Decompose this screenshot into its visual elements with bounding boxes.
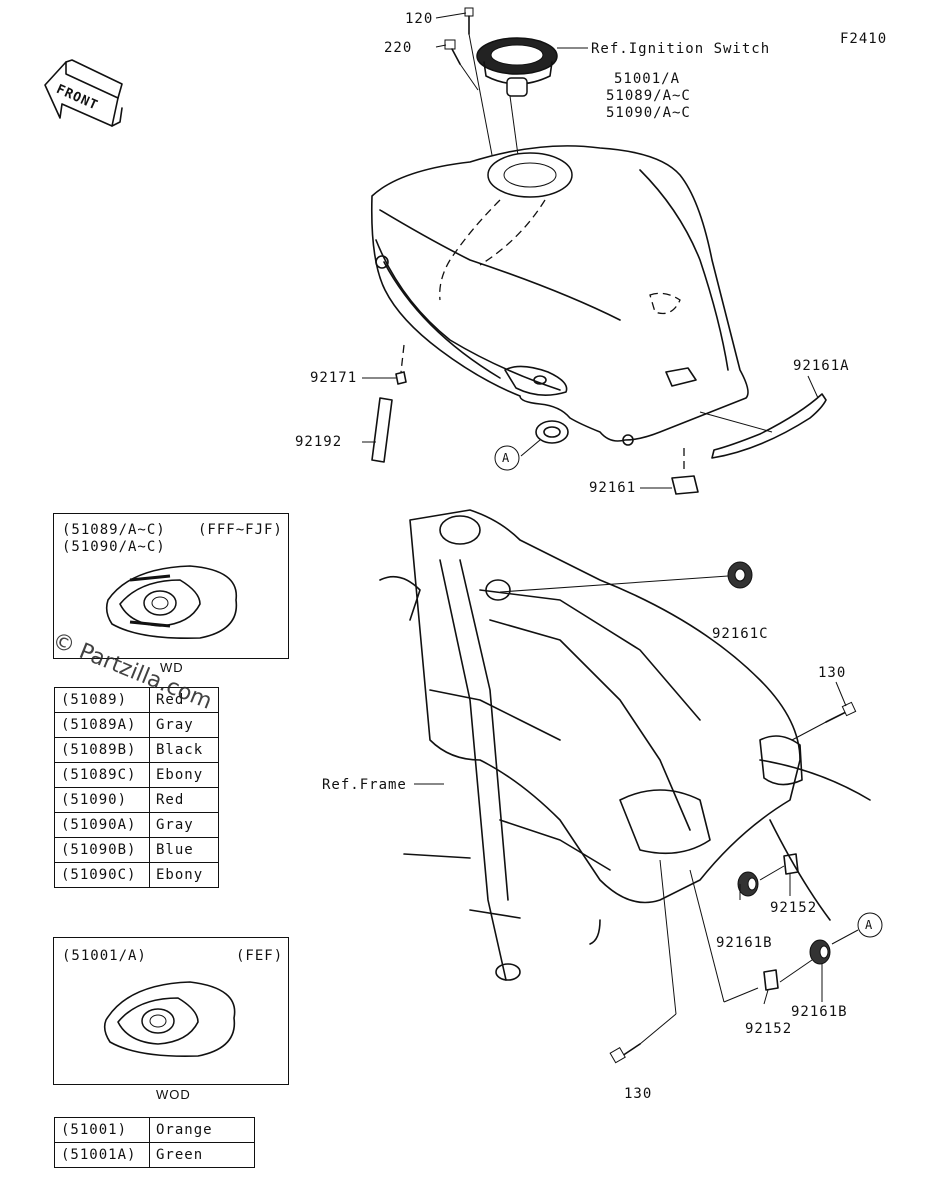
callout-ref-frame: Ref.Frame xyxy=(322,777,407,793)
clip-icon xyxy=(395,371,407,385)
callout-92192: 92192 xyxy=(295,434,343,450)
part-number-cell: (51090C) xyxy=(54,862,150,888)
callout-130-bottom: 130 xyxy=(624,1086,653,1102)
callout-tank-51089: 51089/A~C xyxy=(606,88,691,104)
callout-220: 220 xyxy=(384,40,413,56)
callout-120: 120 xyxy=(405,11,434,27)
pad-92161-icon xyxy=(671,475,699,495)
tube-icon xyxy=(371,397,393,463)
inset-box-wod: (51001/A) (FEF) xyxy=(53,937,289,1085)
part-number-cell: (51089B) xyxy=(54,737,150,763)
bolt-130-icon xyxy=(825,701,857,723)
callout-92152-bottom: 92152 xyxy=(745,1021,793,1037)
callout-92161A: 92161A xyxy=(793,358,850,374)
callout-92171: 92171 xyxy=(310,370,358,386)
inset-box-wd: (51089/A~C) (51090/A~C) (FFF~FJF) xyxy=(53,513,289,659)
inset-parts-label: (51090/A~C) xyxy=(62,539,166,555)
table-row: (51089B)Black xyxy=(54,737,219,763)
table-row: (51090C)Ebony xyxy=(54,862,219,888)
fuel-cap-icon xyxy=(476,37,558,97)
table-row: (51090)Red xyxy=(54,787,219,813)
callout-ref-ignition-switch: Ref.Ignition Switch xyxy=(591,41,771,57)
color-cell: Black xyxy=(149,737,219,763)
color-cell: Ebony xyxy=(149,862,219,888)
part-number-cell: (51001) xyxy=(54,1117,150,1143)
collar-92152-icon xyxy=(783,853,799,875)
table-row: (51001A)Green xyxy=(54,1142,255,1168)
part-number-cell: (51090B) xyxy=(54,837,150,863)
bolt-130-bottom-icon xyxy=(609,1043,641,1064)
damper-92161B-icon xyxy=(737,871,759,897)
callout-circle-a: A xyxy=(865,918,874,932)
callout-92161C: 92161C xyxy=(712,626,769,642)
strip-92161A-icon xyxy=(711,393,827,459)
part-number-cell: (51090) xyxy=(54,787,150,813)
inset-tank-wod-icon xyxy=(103,981,236,1058)
front-arrow-icon xyxy=(44,59,123,127)
callout-92161B-right: 92161B xyxy=(716,935,773,951)
callout-92161B-bottom: 92161B xyxy=(791,1004,848,1020)
grommet-icon xyxy=(535,420,569,444)
inset-parts-label: (51089/A~C) xyxy=(62,522,166,538)
table-row: (51001)Orange xyxy=(54,1117,255,1143)
callout-tank-51090: 51090/A~C xyxy=(606,105,691,121)
part-number-cell: (51090A) xyxy=(54,812,150,838)
callout-circle-a: A xyxy=(502,451,511,465)
inset-code-label: (FEF) xyxy=(236,948,284,964)
bolt-220-icon xyxy=(444,39,461,65)
callout-92152-right: 92152 xyxy=(770,900,818,916)
part-number-cell: (51001A) xyxy=(54,1142,150,1168)
table-row: (51090A)Gray xyxy=(54,812,219,838)
inset-tank-wd-icon xyxy=(105,565,238,640)
damper-92161B-bottom-icon xyxy=(809,939,831,965)
bolt-120-icon xyxy=(464,7,474,35)
color-cell: Red xyxy=(149,787,219,813)
table-row: (51090B)Blue xyxy=(54,837,219,863)
callout-tank-51001: 51001/A xyxy=(614,71,681,87)
callout-130-top: 130 xyxy=(818,665,847,681)
frame-icon xyxy=(379,509,871,981)
table-row: (51089A)Gray xyxy=(54,712,219,738)
inset-parts-label: (51001/A) xyxy=(62,948,147,964)
color-cell: Ebony xyxy=(149,762,219,788)
part-number-cell: (51089) xyxy=(54,687,150,713)
inset-caption-wod: WOD xyxy=(156,1087,191,1102)
color-cell: Green xyxy=(149,1142,255,1168)
color-cell: Blue xyxy=(149,837,219,863)
color-cell: Gray xyxy=(149,812,219,838)
color-cell: Orange xyxy=(149,1117,255,1143)
inset-caption-wd: WD xyxy=(160,660,184,675)
callout-92161: 92161 xyxy=(589,480,637,496)
part-number-cell: (51089C) xyxy=(54,762,150,788)
fuel-tank-icon xyxy=(370,145,749,446)
color-cell: Gray xyxy=(149,712,219,738)
collar-92152-bottom-icon xyxy=(763,969,779,991)
color-table-1: (51089)Red(51089A)Gray(51089B)Black(5108… xyxy=(54,687,219,888)
figure-code: F2410 xyxy=(840,31,888,47)
color-table-2: (51001)Orange(51001A)Green xyxy=(54,1117,255,1168)
inset-code-label: (FFF~FJF) xyxy=(198,522,283,538)
part-number-cell: (51089A) xyxy=(54,712,150,738)
table-row: (51089C)Ebony xyxy=(54,762,219,788)
